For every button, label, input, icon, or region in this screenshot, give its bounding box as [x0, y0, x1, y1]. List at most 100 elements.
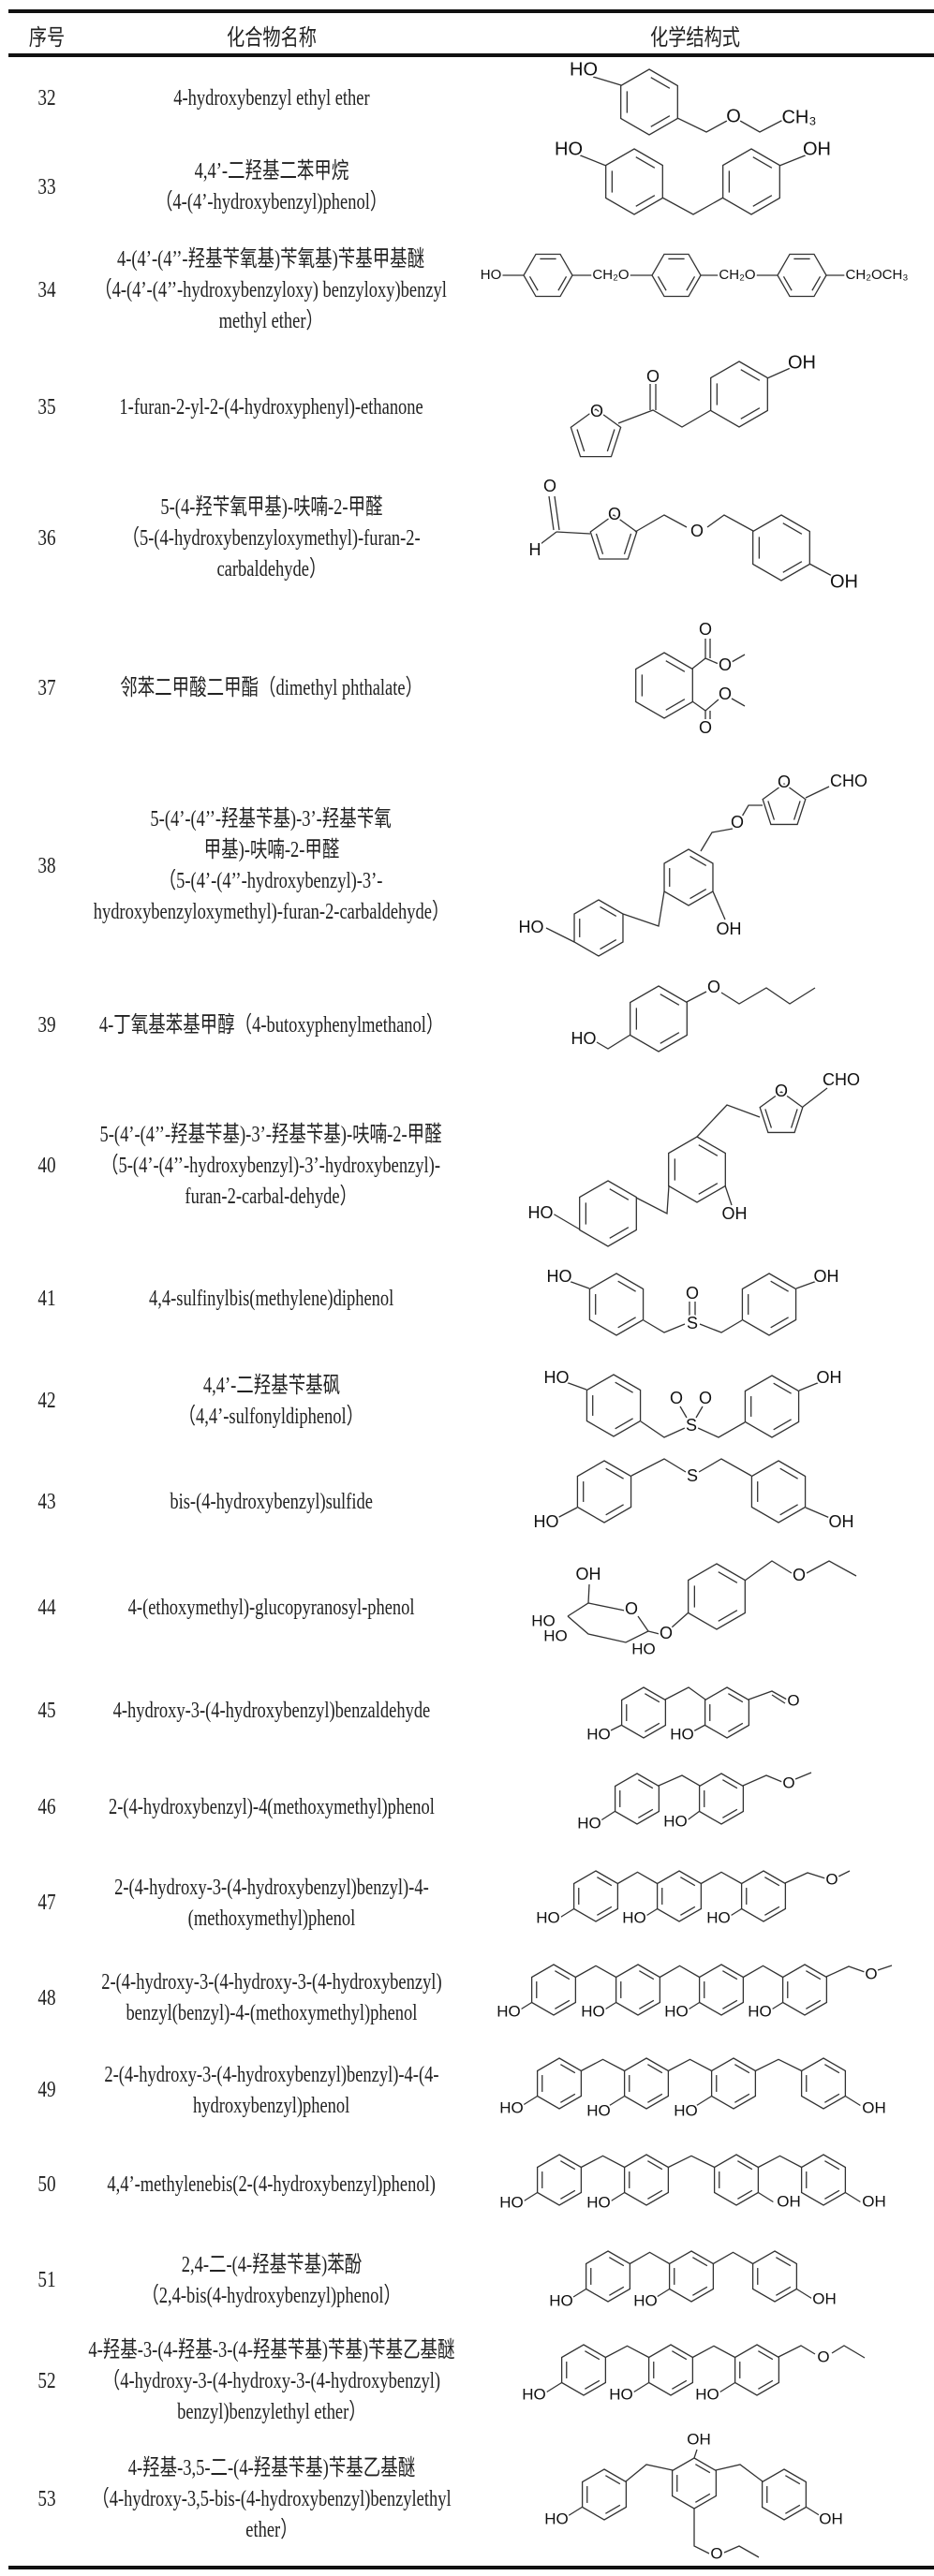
bond	[661, 197, 724, 215]
compound-name: bis-(4-hydroxybenzyl)sulfide	[86, 1450, 456, 1554]
bond	[706, 514, 754, 532]
compound-name-line: 2-(4-hydroxybenzyl)-4(methoxymethyl)phen…	[108, 1794, 435, 1819]
benzene-ring	[620, 1686, 667, 1739]
compound-name-line: furan-2-carbal-dehyde）	[185, 1184, 358, 1209]
compound-number: 32	[0, 57, 94, 140]
bond	[608, 1724, 623, 1732]
bond	[712, 891, 726, 920]
bond	[795, 1280, 818, 1289]
atom-label: CH₃	[781, 107, 816, 127]
bond	[704, 699, 719, 712]
bond	[805, 2506, 822, 2517]
bond	[758, 2191, 774, 2203]
bond	[699, 1319, 743, 1333]
bond	[635, 1185, 670, 1215]
compound-name: 2,4-二-(4-羟基苄基)苯酚（2,4-bis(4-hydroxybenzyl…	[86, 2233, 456, 2328]
atom-label: HO	[631, 1640, 656, 1657]
header-number: 序号	[0, 17, 94, 52]
bond	[664, 1686, 706, 1700]
compound-number: 49	[0, 2044, 94, 2137]
compound-name-line: bis-(4-hydroxybenzyl)sulfide	[170, 1489, 373, 1514]
benzene-ring	[668, 1136, 726, 1203]
benzene-ring	[620, 68, 678, 136]
bond	[581, 2155, 625, 2169]
bond	[556, 531, 591, 535]
bond	[726, 1907, 742, 1920]
compound-number: 38	[0, 768, 94, 964]
atom-label: H	[529, 540, 541, 559]
compound-name-line: 4,4’-二羟基二苯甲烷	[194, 159, 348, 184]
atom-label: CH₂O	[592, 267, 629, 283]
table-top-rule	[8, 9, 934, 13]
bond	[545, 927, 575, 943]
bond	[796, 2288, 812, 2300]
compound-number-text: 32	[37, 86, 56, 110]
compound-name-line: 1-furan-2-yl-2-(4-hydroxyphenyl)-ethanon…	[119, 394, 423, 420]
atom-label: HO	[622, 1908, 646, 1926]
bond	[679, 1406, 688, 1419]
atom-label: HO	[674, 2101, 698, 2119]
compound-number: 40	[0, 1086, 94, 1245]
compound-name: 5-(4-羟苄氧甲基)-呋喃-2-甲醛（5-(4-hydroxybenzylox…	[86, 468, 456, 609]
atom-label: CH₂O	[719, 267, 755, 283]
table-row: 49 2-(4-hydroxy-3-(4-hydroxybenzyl)benzyl…	[0, 2044, 934, 2137]
bond	[546, 2381, 562, 2393]
glucose-ring	[567, 1615, 649, 1643]
compound-number: 44	[0, 1554, 94, 1662]
benzene-ring	[781, 1964, 828, 2016]
compound-number: 41	[0, 1245, 94, 1353]
compound-name-line: 4-(4’-(4’’-羟基苄氧基)苄氧基)苄基甲基醚	[117, 246, 425, 272]
bond	[724, 1185, 733, 1206]
compound-name: 1-furan-2-yl-2-(4-hydroxyphenyl)-ethanon…	[86, 346, 456, 468]
atom-label: HO	[544, 1368, 570, 1387]
benzene-ring	[560, 2344, 607, 2396]
atom-label: O	[699, 718, 712, 737]
benzene-ring	[536, 2057, 583, 2110]
header-structure-label: 化学结构式	[650, 25, 740, 51]
benzene-ring	[586, 1374, 642, 1437]
bond	[798, 1381, 821, 1391]
bond	[540, 531, 557, 545]
compound-name-line: 5-(4’-(4’’-羟基苄基)-3’-羟基苄氧	[150, 807, 393, 832]
bond	[808, 563, 835, 578]
compound-name: 2-(4-hydroxy-3-(4-hydroxybenzyl)benzyl)-…	[86, 1854, 456, 1952]
atom-label: O	[775, 1082, 788, 1100]
benzene-ring	[741, 1273, 797, 1336]
benzene-ring	[698, 1964, 745, 2016]
compound-name-line: 2-(4-hydroxy-3-(4-hydroxybenzyl)benzyl)-…	[103, 2062, 439, 2087]
structure-compound-39: OHO	[570, 976, 816, 1052]
atom-label: O	[625, 1599, 638, 1618]
bond	[697, 1421, 746, 1438]
compound-name-line: （4-(4’-hydroxybenzyl)phenol）	[155, 190, 388, 214]
bond	[691, 700, 706, 719]
atom-label: O	[660, 1624, 673, 1642]
atom-label: O	[719, 655, 732, 674]
atom-label: S	[687, 1466, 698, 1485]
bond	[596, 1034, 631, 1050]
bond	[877, 1965, 893, 1971]
compound-name: 4-丁氧基苯基甲醇（4-butoxyphenylmethanol）	[86, 964, 456, 1086]
benzene-ring	[588, 1273, 645, 1336]
compound-name-line: （2,4-bis(4-hydroxybenzyl)phenol）	[141, 2283, 401, 2308]
atom-label: OH	[576, 1565, 601, 1583]
compound-name-line: hydroxybenzyloxymethyl)-furan-2-carbalde…	[93, 900, 450, 924]
bond	[684, 2001, 700, 2013]
atom-label: HO	[609, 2385, 633, 2403]
bond	[692, 2345, 735, 2359]
compound-name-line: 4-羟基-3-(4-羟基-3-(4-羟基苄基)苄基)苄基乙基醚	[87, 2337, 455, 2363]
benzene-ring	[630, 985, 688, 1052]
bond	[575, 1965, 616, 1979]
benzene-ring	[752, 514, 810, 581]
compound-name-line: carbaldehyde）	[216, 556, 326, 581]
compound-number-text: 51	[37, 2268, 56, 2292]
